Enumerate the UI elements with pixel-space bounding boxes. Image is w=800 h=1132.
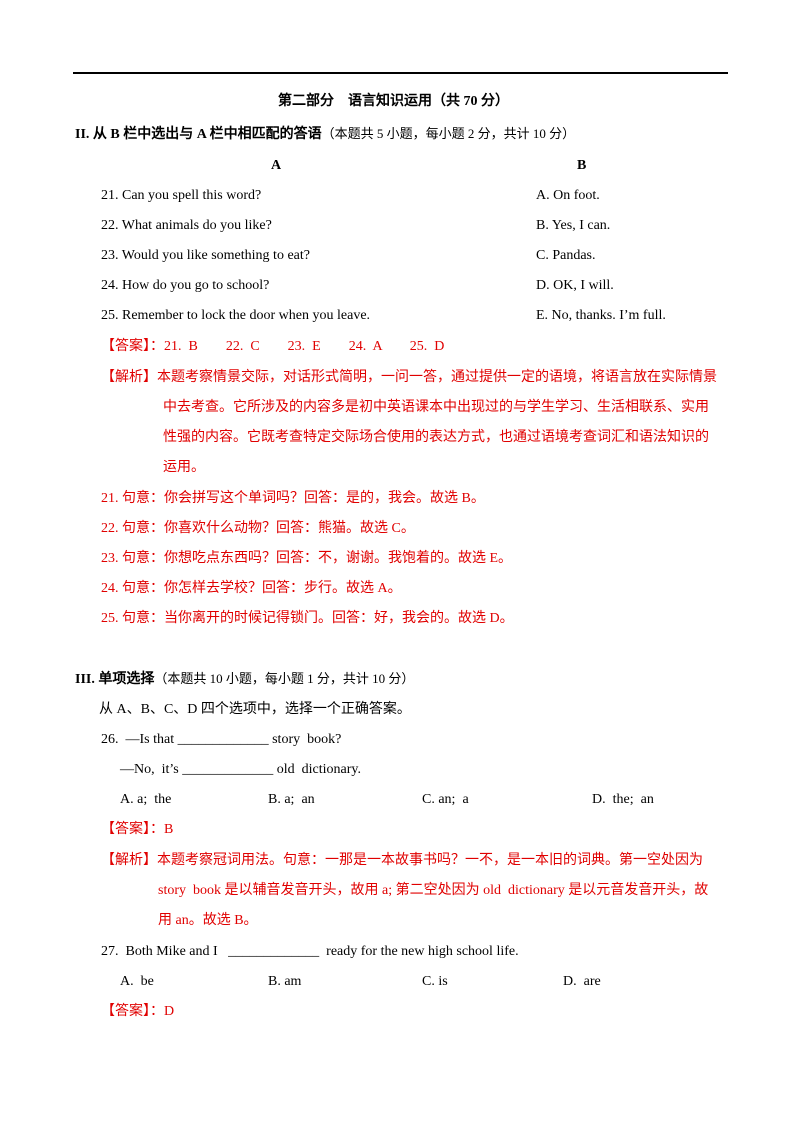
- column-a-header: A: [271, 158, 282, 173]
- analysis-line: 性强的内容。它既考查特定交际场合使用的表达方式，也通过语境考查词汇和语法知识的: [163, 430, 709, 445]
- match-question: 21. Can you spell this word?: [101, 188, 262, 203]
- section-2-heading: II. 从 B 栏中选出与 A 栏中相匹配的答语（本题共 5 小题，每小题 2 …: [75, 124, 575, 145]
- option-d: D. are: [563, 974, 601, 989]
- match-answer: D. OK, I will.: [536, 278, 614, 293]
- answer-line: 【答案】：B: [101, 822, 174, 837]
- analysis-line: 运用。: [163, 460, 205, 475]
- top-rule: [73, 72, 728, 74]
- match-answer: E. No, thanks. I’m full.: [536, 308, 666, 323]
- match-question: 24. How do you go to school?: [101, 278, 270, 293]
- analysis-line: story book 是以辅音发音开头，故用 a; 第二空处因为 old dic…: [158, 883, 709, 898]
- match-question: 22. What animals do you like?: [101, 218, 272, 233]
- section-3-heading-text: III. 单项选择: [75, 672, 155, 687]
- analysis-line: 【解析】本题考察情景交际，对话形式简明，一问一答，通过提供一定的语境，将语言放在…: [101, 370, 717, 385]
- explanation-line: 23. 句意：你想吃点东西吗？回答：不，谢谢。我饱着的。故选 E。: [101, 551, 513, 566]
- match-question: 23. Would you like something to eat?: [101, 248, 310, 263]
- section-3-heading: III. 单项选择（本题共 10 小题，每小题 1 分，共计 10 分）: [75, 669, 414, 690]
- option-c: C. an; a: [422, 792, 469, 807]
- explanation-line: 25. 句意：当你离开的时候记得锁门。回答：好，我会的。故选 D。: [101, 611, 514, 626]
- option-d: D. the; an: [592, 792, 654, 807]
- answer-line: 【答案】：21. B 22. C 23. E 24. A 25. D: [101, 339, 445, 354]
- analysis-line: 【解析】本题考察冠词用法。句意：一那是一本故事书吗？一不，是一本旧的词典。第一空…: [101, 853, 703, 868]
- answer-line: 【答案】：D: [101, 1004, 175, 1019]
- analysis-line: 用 an。故选 B。: [158, 913, 258, 928]
- part-title: 第二部分 语言知识运用（共 70 分）: [278, 94, 509, 109]
- match-answer: A. On foot.: [536, 188, 600, 203]
- option-b: B. am: [268, 974, 302, 989]
- explanation-line: 24. 句意：你怎样去学校？回答：步行。故选 A。: [101, 581, 402, 596]
- question-27-line-1: 27. Both Mike and I _____________ ready …: [101, 944, 519, 959]
- section-3-heading-note: （本题共 10 小题，每小题 1 分，共计 10 分）: [154, 671, 415, 686]
- option-a: A. a; the: [120, 792, 172, 807]
- analysis-line: 中去考查。它所涉及的内容多是初中英语课本中出现过的与学生学习、生活相联系、实用: [163, 400, 709, 415]
- explanation-line: 21. 句意：你会拼写这个单词吗？回答：是的，我会。故选 B。: [101, 491, 485, 506]
- column-b-header: B: [577, 158, 587, 173]
- option-b: B. a; an: [268, 792, 315, 807]
- option-c: C. is: [422, 974, 448, 989]
- explanation-line: 22. 句意：你喜欢什么动物？回答：熊猫。故选 C。: [101, 521, 415, 536]
- section-3-instruction: 从 A、B、C、D 四个选项中，选择一个正确答案。: [99, 702, 411, 717]
- match-answer: B. Yes, I can.: [536, 218, 611, 233]
- match-question: 25. Remember to lock the door when you l…: [101, 308, 371, 323]
- section-2-heading-note: （本题共 5 小题，每小题 2 分，共计 10 分）: [321, 126, 576, 141]
- section-2-heading-text: II. 从 B 栏中选出与 A 栏中相匹配的答语: [75, 127, 322, 142]
- option-a: A. be: [120, 974, 154, 989]
- match-answer: C. Pandas.: [536, 248, 596, 263]
- question-26-line-2: —No, it’s _____________ old dictionary.: [120, 762, 361, 777]
- question-26-line-1: 26. —Is that _____________ story book?: [101, 732, 342, 747]
